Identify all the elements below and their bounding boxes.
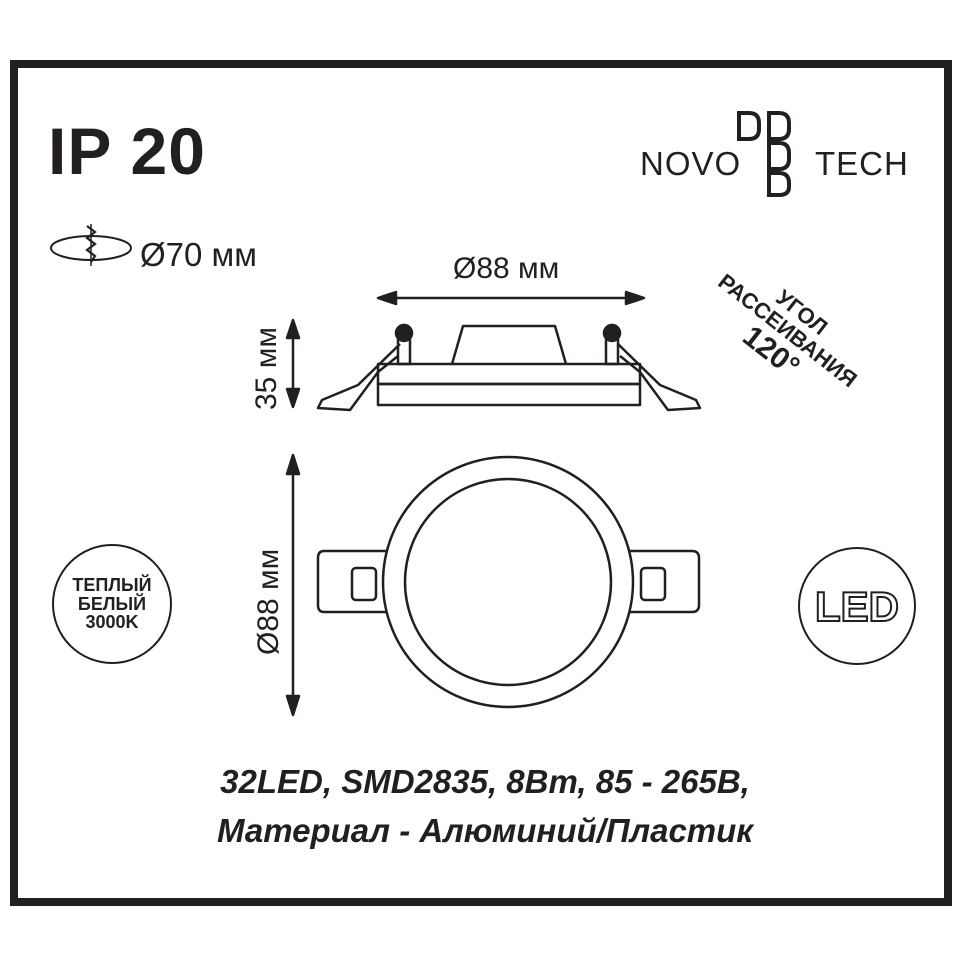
- cutout-diameter: Ø70 мм: [140, 236, 257, 273]
- width-dimension-label: Ø88 мм: [453, 252, 560, 285]
- brand-text-left: NOVO: [640, 145, 742, 182]
- specs-line-2: Материал - Алюминий/Пластик: [216, 812, 754, 849]
- brand-mark-icon: [737, 111, 791, 197]
- led-text-outline: LED: [814, 582, 900, 631]
- outer-frame: [10, 60, 952, 906]
- novotech-logo: NOVO TECH: [640, 105, 920, 200]
- led-badge: LED: [798, 547, 916, 665]
- color-temp-line1: ТЕПЛЫЙ: [72, 574, 152, 595]
- color-temp-line2: БЕЛЫЙ: [77, 593, 147, 614]
- svg-text:LED: LED: [815, 583, 899, 630]
- specs-line-1: 32LED, SMD2835, 8Вт, 85 - 265В,: [220, 763, 750, 800]
- color-temperature-badge: ТЕПЛЫЙ БЕЛЫЙ 3000K: [52, 544, 172, 664]
- cutout-hole-icon: [50, 224, 132, 266]
- ip-rating: IP 20: [48, 114, 206, 188]
- color-temp-line3: 3000K: [85, 612, 139, 633]
- brand-text-right: TECH: [815, 145, 909, 182]
- front-diameter-label: Ø88 мм: [252, 548, 285, 655]
